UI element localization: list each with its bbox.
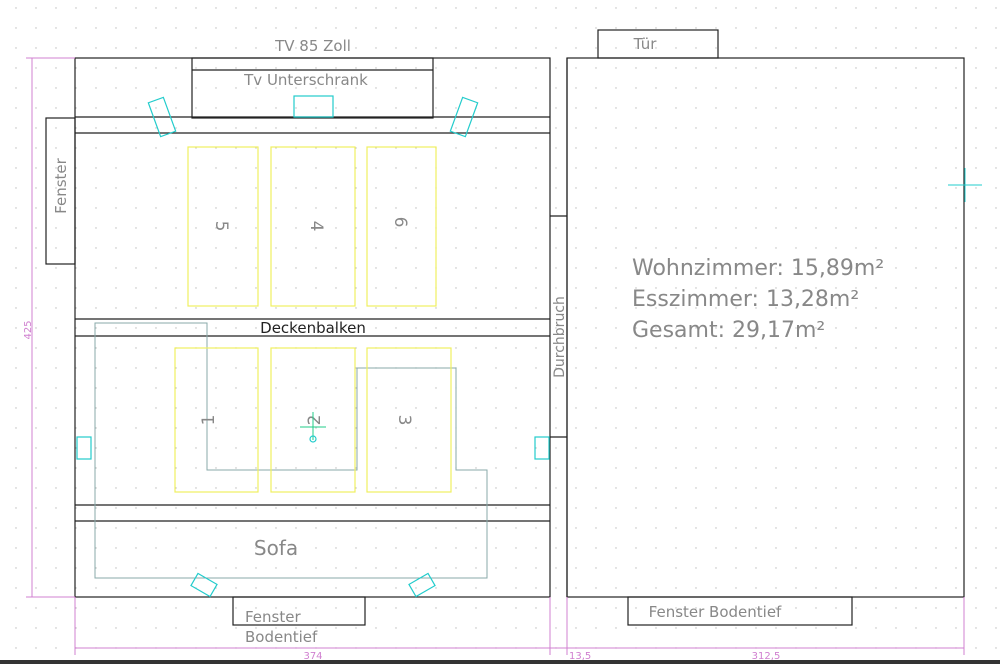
- speakers: [76, 95, 550, 598]
- dimension-height: 425: [23, 320, 34, 339]
- seat-1[interactable]: 1: [174, 347, 259, 493]
- seat-2[interactable]: 2: [270, 347, 356, 493]
- window-bottom-right-label: Fenster Bodentief: [649, 603, 782, 621]
- seat-number: 3: [394, 415, 414, 426]
- cursor-crosshair-icon: [948, 168, 982, 202]
- speaker-icon: [76, 436, 92, 460]
- center-crosshair-icon: [300, 412, 326, 443]
- area-living: Wohnzimmer: 15,89m²: [632, 256, 884, 281]
- status-bar-edge: [0, 660, 1000, 664]
- seat-number: 6: [390, 217, 410, 228]
- speaker-icon: [190, 572, 218, 598]
- dimension-width-right: 312,5: [752, 651, 781, 662]
- sofa[interactable]: [94, 322, 488, 579]
- seat-number: 5: [211, 221, 231, 232]
- dimension-width-wall: 13,5: [569, 651, 591, 662]
- speaker-icon: [449, 96, 479, 138]
- window-left-label: Fenster: [52, 157, 70, 213]
- speaker-icon: [408, 572, 436, 598]
- speaker-icon: [147, 96, 177, 138]
- window-bottom-right[interactable]: [627, 596, 853, 626]
- sofa-label: Sofa: [254, 536, 298, 560]
- seat-number: 1: [199, 415, 219, 426]
- window-bottom-left[interactable]: [232, 596, 366, 626]
- dimension-width-left: 374: [303, 651, 322, 662]
- door[interactable]: [597, 29, 719, 59]
- window-left[interactable]: [45, 117, 76, 265]
- area-total: Gesamt: 29,17m²: [632, 318, 825, 343]
- dimension-lines: [26, 57, 965, 655]
- window-bottom-left-label-2: Bodentief: [245, 628, 318, 646]
- seat-number: 2: [305, 415, 325, 426]
- seat-3[interactable]: 3: [366, 347, 452, 493]
- seat-4[interactable]: 4: [270, 146, 356, 307]
- speaker-icon: [293, 95, 334, 118]
- tv-cabinet[interactable]: [191, 57, 434, 119]
- seat-5[interactable]: 5: [187, 146, 259, 307]
- seat-6[interactable]: 6: [366, 146, 437, 307]
- beam-label: Deckenbalken: [260, 319, 366, 337]
- tv-cabinet-label: Tv Unterschrank: [243, 71, 368, 89]
- seat-number: 4: [306, 221, 326, 232]
- door-label: Tür: [633, 35, 658, 53]
- opening-label: Durchbruch: [552, 296, 568, 378]
- area-dining: Esszimmer: 13,28m²: [632, 287, 859, 312]
- window-bottom-left-label-1: Fenster: [245, 608, 301, 626]
- speaker-icon: [534, 436, 550, 460]
- tv-label: TV 85 Zoll: [274, 37, 351, 55]
